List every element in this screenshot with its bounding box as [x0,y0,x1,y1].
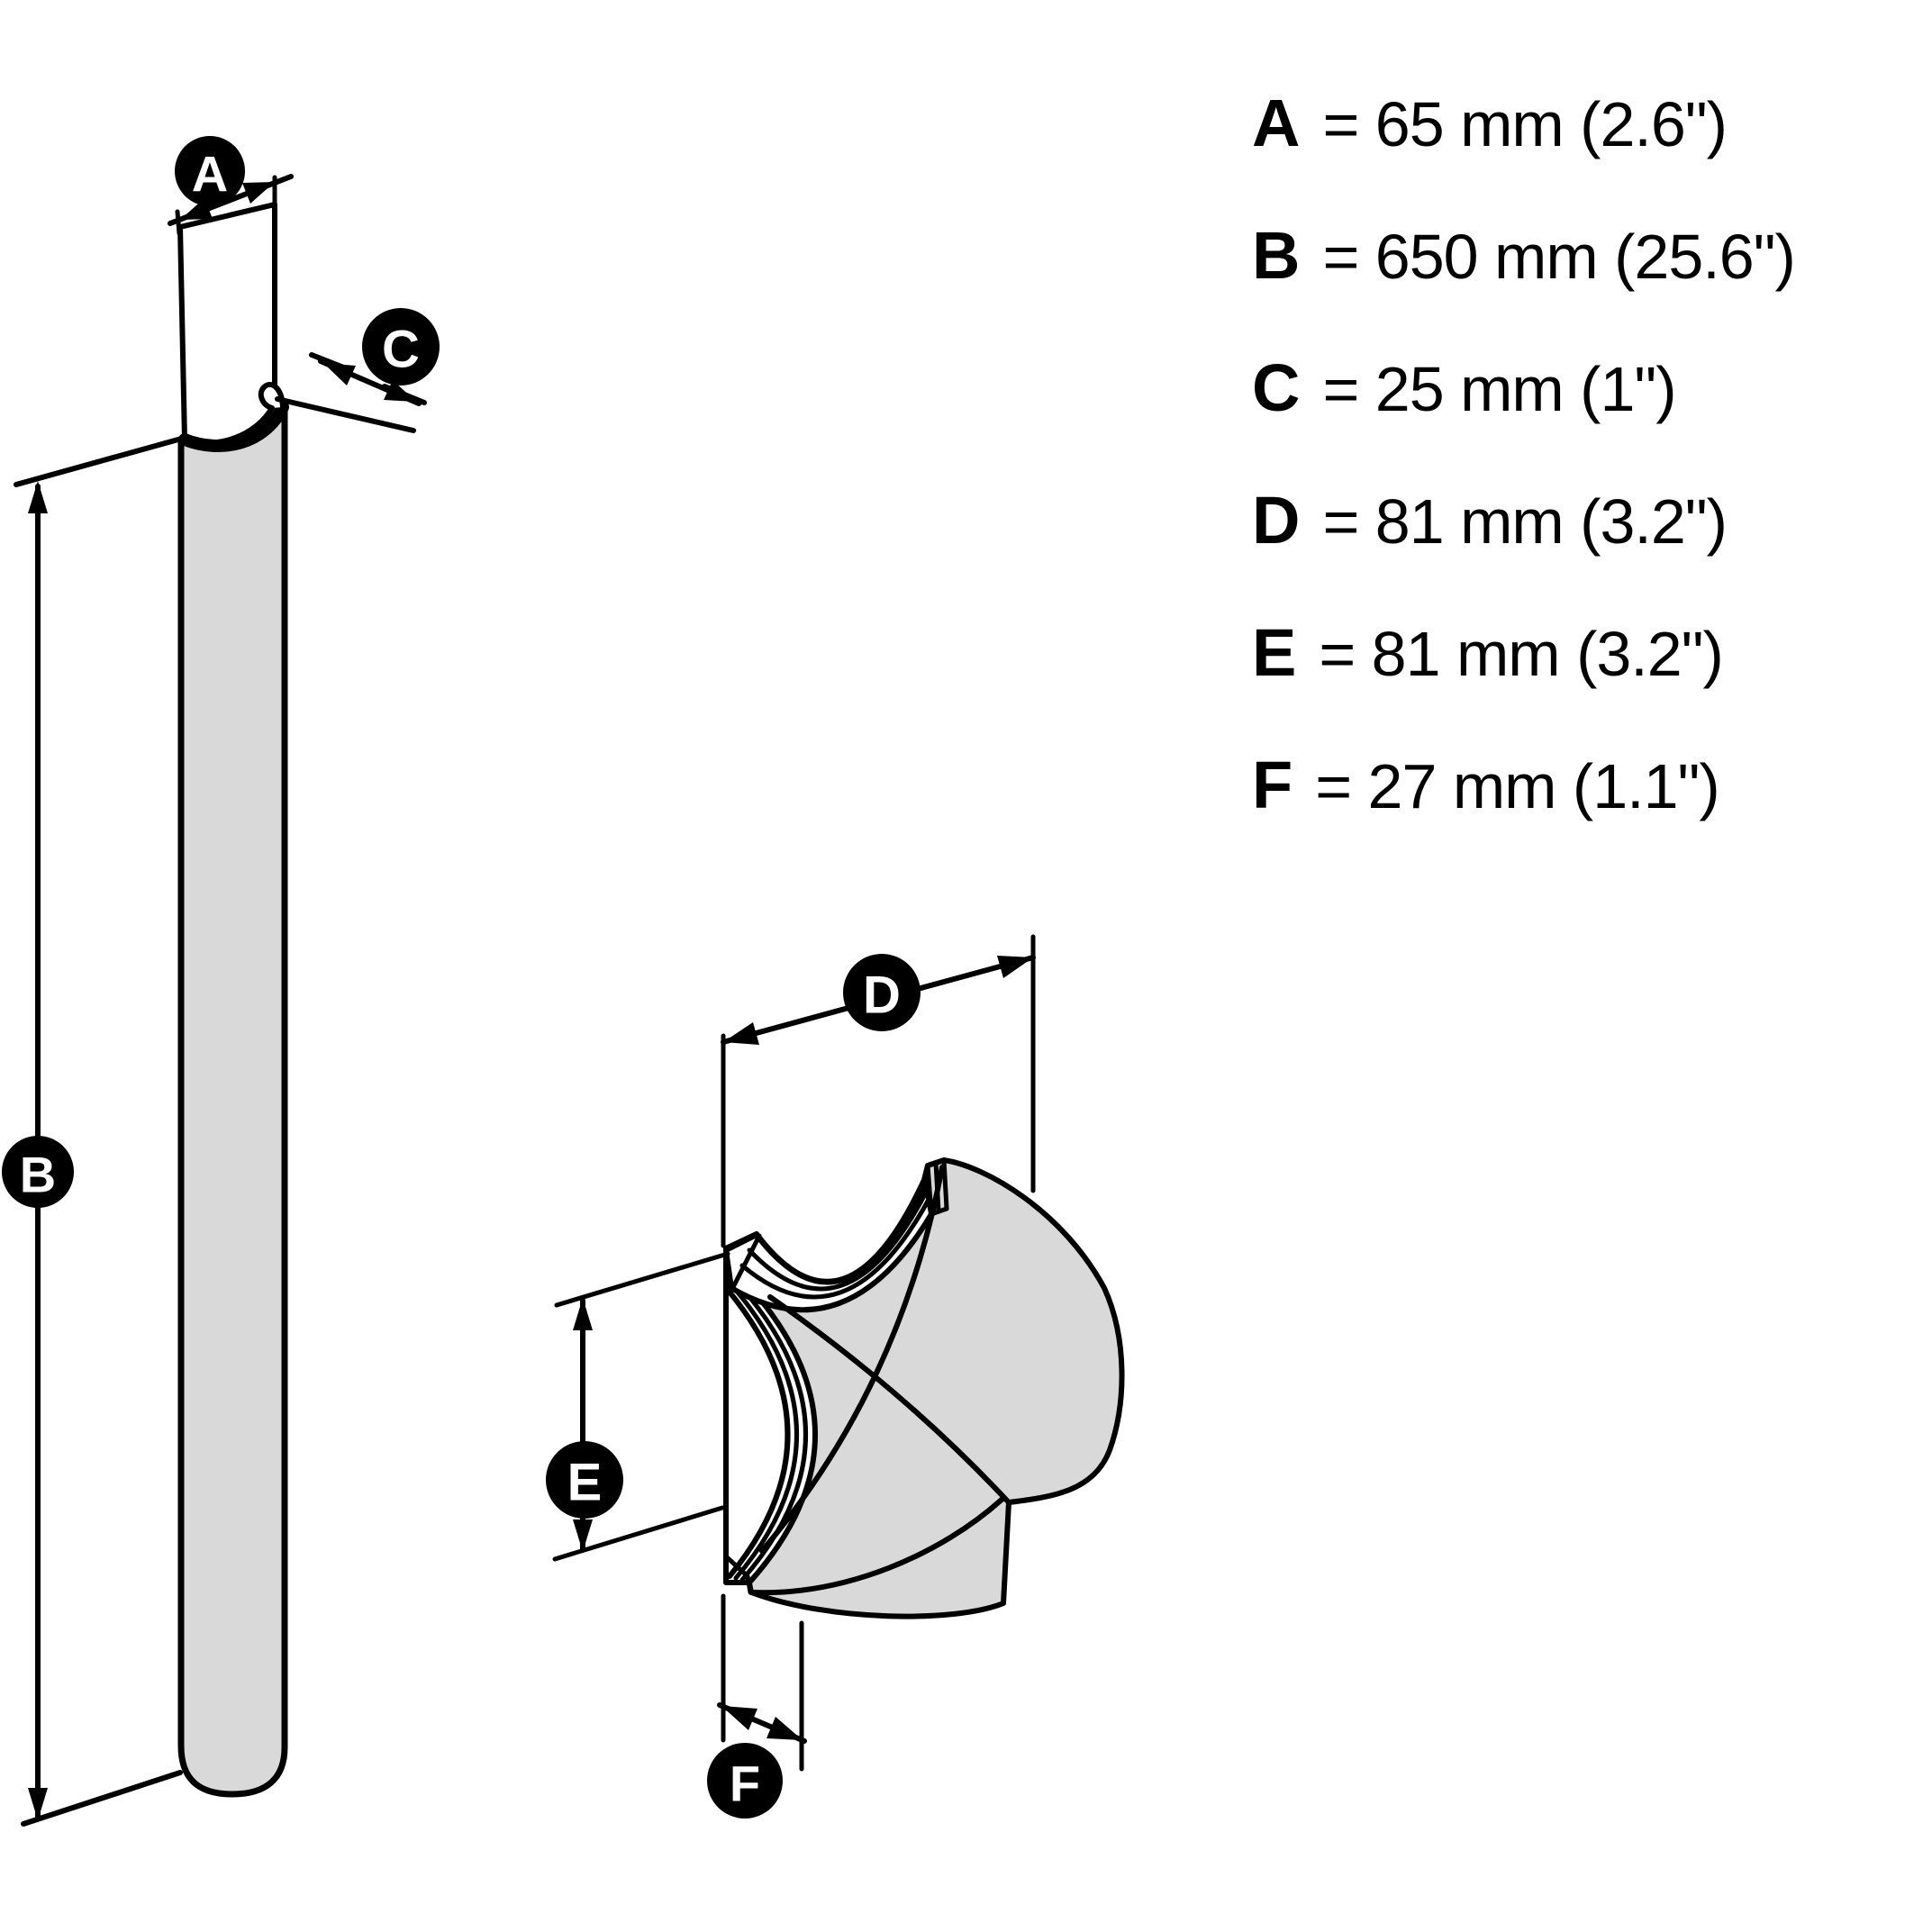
bottom-cylinder-edge [748,1497,1004,1596]
badge-e: E [546,1441,623,1519]
dim-f-arrow-left [721,1706,757,1730]
dim-e-arrow-top [573,1298,593,1330]
dim-b-arrow-top [28,481,48,513]
badge-a-label: A [192,146,228,203]
badge-b-circle [2,1136,74,1208]
legend-value-e: = 81 mm (3.2") [1319,619,1723,689]
dim-b-ext-top [14,435,187,487]
dim-c-arrow-left [323,363,356,385]
top-rim-arc-mid2 [747,1186,930,1292]
dim-e-arrow-bottom [573,1519,593,1552]
badge-f-label: F [730,1755,760,1812]
tube-rim-arc [178,401,289,452]
badge-e-circle [546,1441,623,1519]
legend-value-d: = 81 mm (3.2") [1322,486,1727,557]
top-rim-arc-mid1 [739,1195,932,1300]
tube-slot-curl [258,382,286,411]
dim-e-ext-top [554,1251,730,1308]
callout-badges: A B C D E F [2,136,921,1819]
top-rim-face-divider [730,1233,762,1292]
dim-c-ext-lower [275,396,416,433]
legend-value-c: = 25 mm (1") [1322,354,1676,424]
legend-row-f: F = 27 mm (1.1") [1252,740,1720,830]
legend-row-d: D = 81 mm (3.2") [1252,476,1728,566]
legend-row-c: C = 25 mm (1") [1252,343,1677,433]
legend-letter-f: F [1252,748,1293,822]
legend-letter-b: B [1252,218,1300,293]
cross-ridge-1 [767,1294,1010,1503]
dim-b-arrow-bottom [28,1788,48,1820]
legend-value-a: = 65 mm (2.6") [1322,89,1727,159]
badge-a: A [175,136,245,206]
dim-a-arrow-right [242,182,275,204]
legend-letter-a: A [1252,86,1300,160]
legend-value-b: = 650 mm (25.6") [1322,222,1795,292]
front-rim-arc-2 [731,1285,799,1581]
badge-a-circle [175,136,245,206]
legend-row-b: B = 650 mm (25.6") [1252,211,1796,301]
crossover-fitting-part [552,934,1125,1772]
dim-d-arrow-right [997,956,1033,978]
badge-d-label: D [863,966,901,1025]
legend-row-a: A = 65 mm (2.6") [1252,78,1728,168]
dimension-f [717,1593,807,1772]
dim-d-arrow-left [723,1022,759,1045]
dim-b-ext-bottom [21,1770,183,1827]
dim-f-arrow-right [766,1717,803,1740]
front-slot-step [723,1554,753,1595]
badge-c: C [362,308,440,385]
dim-c-arrow-right [384,380,416,402]
badge-b: B [2,1136,74,1208]
front-rim-arc-1 [725,1287,791,1579]
cross-ridge-2 [759,1165,945,1554]
badge-c-circle [362,308,440,385]
dimension-e [552,1251,730,1562]
badge-f: F [707,1743,783,1819]
notch-line-1 [925,1163,934,1217]
badge-d-circle [843,954,921,1031]
badge-c-label: C [382,321,420,379]
badge-b-label: B [20,1147,56,1203]
badge-f-circle [707,1743,783,1819]
legend-letter-d: D [1252,483,1300,558]
legend-letter-e: E [1252,615,1296,690]
legend-value-f: = 27 mm (1.1") [1315,751,1719,821]
legend-letter-c: C [1252,350,1300,425]
badge-d: D [843,954,921,1031]
badge-e-label: E [567,1454,603,1512]
dimension-c [275,352,427,433]
legend-row-e: E = 81 mm (3.2") [1252,608,1724,698]
